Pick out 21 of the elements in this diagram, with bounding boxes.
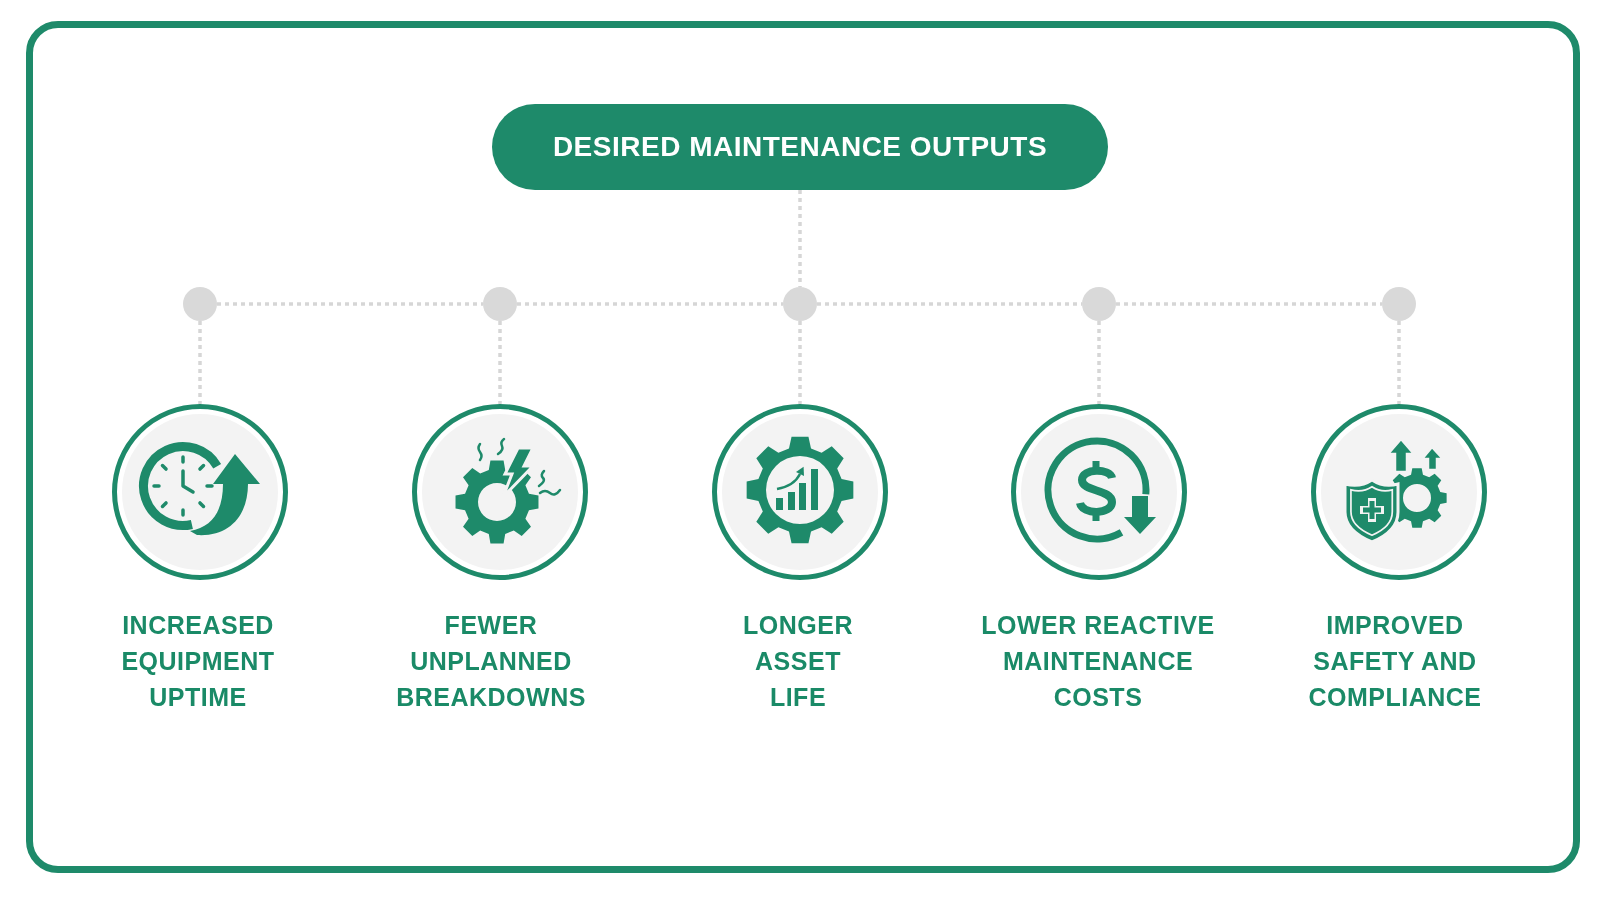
junction-dot — [183, 287, 217, 321]
dotted-connector — [1397, 321, 1401, 404]
dotted-connector — [1116, 302, 1382, 306]
dotted-connector — [517, 302, 783, 306]
dotted-connector — [1097, 321, 1101, 404]
output-label: IMPROVED SAFETY AND COMPLIANCE — [1307, 610, 1483, 713]
dotted-connector — [498, 321, 502, 404]
output-label: LOWER REACTIVE MAINTENANCE COSTS — [980, 610, 1216, 713]
dotted-connector — [217, 302, 483, 306]
output-label: LONGER ASSET LIFE — [742, 610, 854, 713]
dotted-connector — [817, 302, 1082, 306]
output-label: FEWER UNPLANNED BREAKDOWNS — [395, 610, 587, 713]
dotted-connector — [798, 190, 802, 287]
junction-dot — [1082, 287, 1116, 321]
output-label: INCREASED EQUIPMENT UPTIME — [120, 610, 276, 713]
dotted-connector — [798, 321, 802, 404]
junction-dot — [1382, 287, 1416, 321]
heading-text: DESIRED MAINTENANCE OUTPUTS — [552, 131, 1048, 163]
junction-dot — [783, 287, 817, 321]
dotted-connector — [198, 321, 202, 404]
junction-dot — [483, 287, 517, 321]
